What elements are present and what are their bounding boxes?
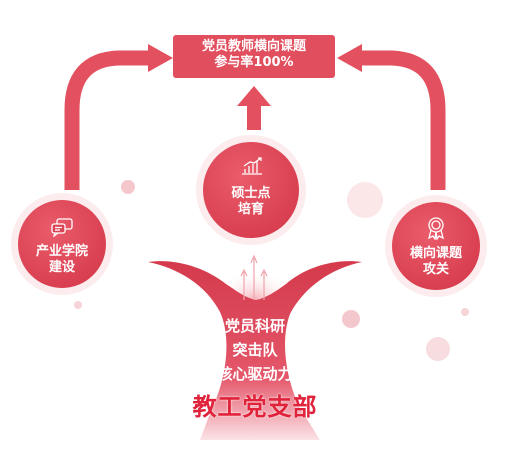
tree-line-3: 核心驱动力: [217, 365, 293, 383]
decor-dot: [347, 182, 383, 218]
masters-line-2: 培育: [237, 202, 264, 218]
growth-arrows: [240, 254, 268, 300]
horizontal-project-line-2: 攻关: [422, 262, 449, 278]
horizontal-project-line-1: 横向课题: [409, 246, 462, 261]
goal-line-1: 党员教师横向课题: [201, 39, 306, 54]
industry-college-line-1: 产业学院: [35, 244, 88, 259]
node-industry-college: 产业学院 建设: [11, 193, 113, 295]
decor-dot: [342, 310, 360, 328]
party-branch-title: 教工党支部: [192, 393, 318, 421]
center-arrow-shaft: [247, 104, 261, 130]
industry-college-line-2: 建设: [48, 260, 75, 276]
goal-title: 党员教师横向课题 参与率100%: [173, 39, 335, 72]
center-arrowhead: [237, 86, 271, 106]
right-arrowhead: [337, 44, 362, 72]
tree-line-2: 突击队: [232, 341, 278, 359]
decor-dot: [121, 180, 135, 194]
chat-bubbles-icon: [51, 218, 73, 237]
node-horizontal-project: 横向课题 攻关: [385, 195, 487, 297]
decor-dot: [426, 337, 450, 361]
goal-line-2: 参与率100%: [214, 55, 294, 71]
left-flow-arrow: [64, 50, 150, 190]
tree-line-1: 党员科研: [224, 317, 285, 335]
tree-text: 党员科研 突击队 核心驱动力: [195, 314, 315, 386]
award-medal-icon: [428, 217, 444, 240]
decor-dot: [74, 301, 82, 309]
tree-trunk: [148, 261, 362, 440]
masters-line-1: 硕士点: [231, 186, 271, 201]
node-masters-program: 硕士点 培育: [196, 135, 306, 245]
bar-chart-growth-icon: [242, 157, 262, 175]
industry-college-label: 产业学院 建设: [18, 244, 106, 277]
goal-banner: [173, 35, 335, 78]
masters-label: 硕士点 培育: [203, 186, 299, 219]
horizontal-project-label: 横向课题 攻关: [392, 246, 480, 279]
right-flow-arrow: [360, 50, 446, 190]
left-arrowhead: [148, 44, 173, 72]
decor-dot: [461, 308, 469, 316]
